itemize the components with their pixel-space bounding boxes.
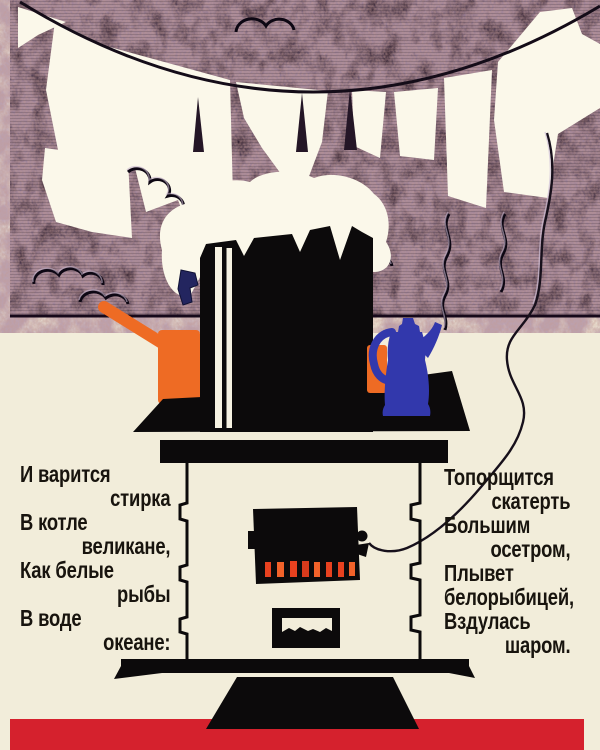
pedestal xyxy=(206,677,419,729)
door-knob xyxy=(356,530,368,542)
fire-door-hinge xyxy=(248,531,255,549)
laundry-gap-wedge xyxy=(18,7,66,48)
poem-line: осетром, xyxy=(490,536,571,562)
poem-line: И варится xyxy=(20,461,111,487)
stove-mantel xyxy=(160,440,448,463)
laundry-group xyxy=(18,7,600,238)
ash-window xyxy=(272,608,340,648)
poem-line: Большим xyxy=(444,512,531,538)
fire-grate xyxy=(265,561,355,577)
poem-line: Как белые xyxy=(20,557,114,583)
cauldron-highlight-stripe xyxy=(215,247,222,428)
poem-line: скатерть xyxy=(491,488,571,514)
laundry-item xyxy=(494,8,600,198)
laundry-item xyxy=(444,70,492,208)
poem-line: белорыбицей, xyxy=(444,584,574,610)
cauldron xyxy=(200,226,373,432)
saucepan xyxy=(98,301,200,404)
coffee-pot-lid xyxy=(398,318,420,332)
laundry-item xyxy=(236,82,328,200)
coffee-pot xyxy=(368,318,442,416)
poem-line: В воде xyxy=(20,605,82,631)
clothespin xyxy=(177,269,199,306)
laundry-item xyxy=(106,46,234,236)
poem-line: Вздулась xyxy=(444,608,531,634)
coffee-pot-handle xyxy=(368,328,396,385)
laundry-item xyxy=(394,88,438,160)
hanging-string xyxy=(368,131,554,553)
ash-pile xyxy=(282,627,332,639)
poem-line: стирка xyxy=(110,485,171,511)
saucepan-body xyxy=(158,330,200,404)
door-latch xyxy=(356,543,369,557)
cauldron-highlight-stripe xyxy=(226,248,232,428)
poem-line: В котле xyxy=(20,509,88,535)
poem-line: великане, xyxy=(81,533,171,559)
laundry-item xyxy=(46,21,150,170)
poem-left-block: И варится стирка В котле великане, Как б… xyxy=(20,461,171,655)
clothesline xyxy=(19,0,600,94)
smoke-spires xyxy=(193,88,357,152)
fire-door xyxy=(248,507,369,584)
poem-line: шаром. xyxy=(504,632,571,658)
stove-body-outline xyxy=(178,463,422,660)
poem-line: рыбы xyxy=(117,581,171,607)
laundry-item xyxy=(352,90,386,158)
coffee-pot-spout xyxy=(420,322,442,358)
coffee-pot-body xyxy=(382,332,431,416)
poem-right-block: Топорщится скатерть Большим осетром, Плы… xyxy=(444,464,574,658)
poem-line: Плывет xyxy=(444,560,514,586)
stove-base-bar xyxy=(114,659,475,679)
poem-line: Топорщится xyxy=(444,464,554,490)
poem-line: океане: xyxy=(103,629,171,655)
laundry-item xyxy=(42,148,132,238)
